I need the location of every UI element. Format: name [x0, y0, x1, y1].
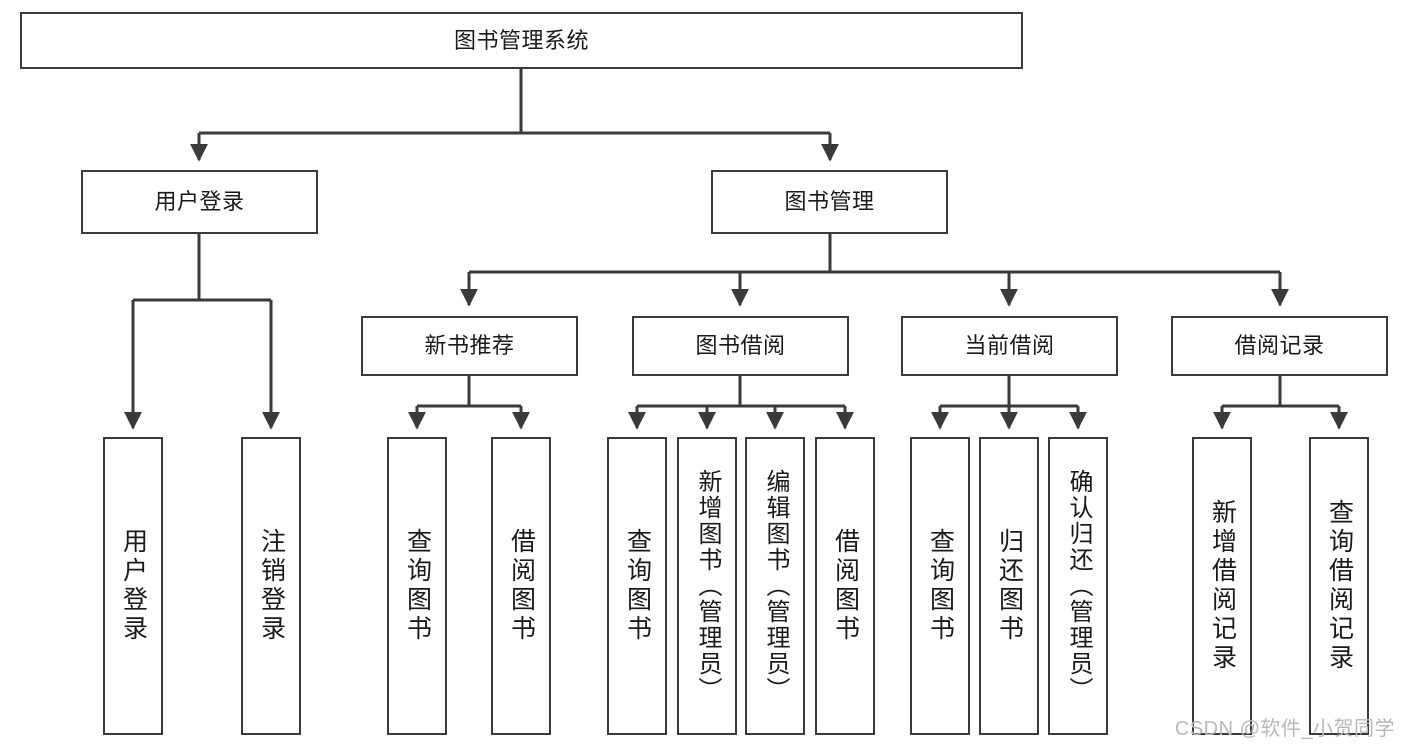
- node-root-system[interactable]: 图书管理系统: [20, 12, 1023, 69]
- node-user-login[interactable]: 用户登录: [81, 170, 318, 234]
- node-current-borrow[interactable]: 当前借阅: [901, 316, 1118, 376]
- node-borrow-record[interactable]: 借阅记录: [1171, 316, 1388, 376]
- node-label: 查询图书: [623, 528, 652, 644]
- node-book-borrow[interactable]: 图书借阅: [632, 316, 849, 376]
- node-label: 图书借阅: [695, 333, 786, 359]
- leaf-record-add-record[interactable]: 新增借阅记录: [1192, 437, 1252, 735]
- node-label: 编辑图书（管理员）: [762, 469, 789, 703]
- node-label: 新增图书（管理员）: [694, 469, 721, 703]
- node-label: 查询借阅记录: [1325, 499, 1354, 673]
- node-label: 确认归还（管理员）: [1065, 469, 1092, 703]
- leaf-borrow-borrow-book[interactable]: 借阅图书: [815, 437, 875, 735]
- node-label: 新增借阅记录: [1208, 499, 1237, 673]
- node-label: 用户登录: [154, 189, 245, 215]
- node-label: 借阅记录: [1234, 333, 1325, 359]
- node-book-management[interactable]: 图书管理: [711, 170, 948, 234]
- leaf-recommend-query-book[interactable]: 查询图书: [387, 437, 447, 735]
- node-label: 查询图书: [926, 528, 955, 644]
- node-label: 图书管理系统: [453, 27, 589, 53]
- csdn-watermark: CSDN @软件_小贺同学: [1174, 718, 1395, 740]
- leaf-current-query-book[interactable]: 查询图书: [910, 437, 970, 735]
- node-label: 图书管理: [784, 189, 875, 215]
- node-label: 用户登录: [119, 528, 148, 644]
- leaf-borrow-add-book-admin[interactable]: 新增图书（管理员）: [677, 437, 737, 735]
- node-label: 归还图书: [995, 528, 1024, 644]
- node-label: 注销登录: [257, 528, 286, 644]
- node-label: 借阅图书: [831, 528, 860, 644]
- leaf-current-return-book[interactable]: 归还图书: [979, 437, 1039, 735]
- leaf-user-login-do[interactable]: 用户登录: [103, 437, 163, 735]
- node-label: 新书推荐: [424, 333, 515, 359]
- leaf-borrow-query-book[interactable]: 查询图书: [607, 437, 667, 735]
- leaf-recommend-borrow-book[interactable]: 借阅图书: [491, 437, 551, 735]
- node-label: 查询图书: [403, 528, 432, 644]
- leaf-record-query-record[interactable]: 查询借阅记录: [1309, 437, 1369, 735]
- leaf-user-logout[interactable]: 注销登录: [241, 437, 301, 735]
- leaf-current-confirm-return-admin[interactable]: 确认归还（管理员）: [1048, 437, 1108, 735]
- node-new-book-recommend[interactable]: 新书推荐: [361, 316, 578, 376]
- leaf-borrow-edit-book-admin[interactable]: 编辑图书（管理员）: [745, 437, 805, 735]
- node-label: 借阅图书: [507, 528, 536, 644]
- node-label: 当前借阅: [964, 333, 1055, 359]
